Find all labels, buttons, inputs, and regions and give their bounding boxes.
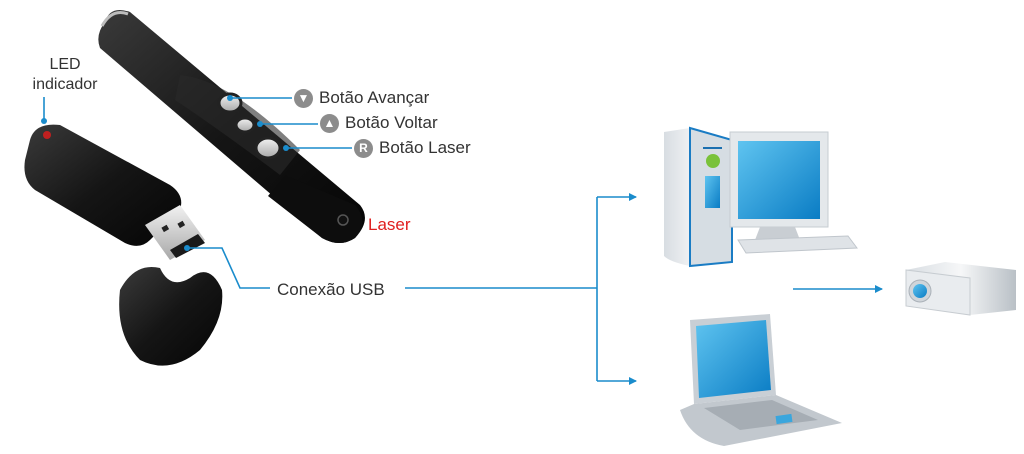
desktop-computer-icon (664, 126, 858, 268)
usb-cap (119, 266, 223, 366)
laser-aperture (337, 214, 349, 226)
led-label-line-2: indicador (32, 76, 98, 93)
r-badge-icon: R (354, 138, 373, 158)
back-button-label: ▲ Botão Voltar (320, 113, 438, 133)
usb-connector (187, 247, 270, 289)
up-triangle-icon: ▲ (320, 113, 339, 133)
laser-button-label: R Botão Laser (354, 138, 471, 158)
usb-connection-label: Conexão USB (277, 280, 385, 299)
laser-button-graphic (254, 136, 282, 160)
next-button-text: Botão Avançar (319, 88, 430, 107)
back-button-text: Botão Voltar (345, 113, 438, 132)
led-label-line-1: LED (49, 56, 81, 73)
projector-icon (905, 262, 1016, 316)
down-triangle-icon: ▼ (294, 88, 313, 108)
back-button-graphic (234, 116, 256, 134)
laptop-icon (680, 314, 842, 446)
laser-presenter (98, 9, 365, 244)
next-button-label: ▼ Botão Avançar (294, 88, 429, 108)
pen-metal-ring (100, 11, 129, 27)
led-indicator-label: LED indicador (20, 55, 110, 95)
usb-receiver (24, 124, 205, 260)
led-indicator (43, 131, 51, 139)
connectors (41, 95, 883, 385)
laser-button-text: Botão Laser (379, 138, 471, 157)
laser-label: Laser (368, 215, 411, 234)
